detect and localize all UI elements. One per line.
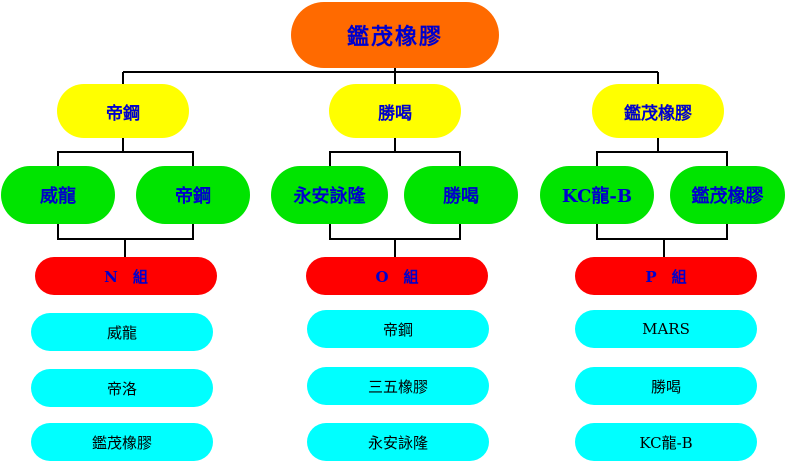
root-node: 鑑茂橡膠 bbox=[291, 2, 499, 68]
connector-left-bottom bbox=[57, 224, 194, 240]
col2-team-1: 帝鋼 bbox=[307, 310, 489, 348]
col1-parent-node: 帝鋼 bbox=[57, 84, 189, 138]
col1-team-3-label: 鑑茂橡膠 bbox=[91, 433, 152, 452]
col2-team-2: 三五橡膠 bbox=[307, 367, 489, 405]
col2-team-2-label: 三五橡膠 bbox=[367, 377, 428, 396]
col2-team-3: 永安詠隆 bbox=[307, 423, 489, 461]
col2-group-node: O 組 bbox=[306, 257, 488, 295]
col2-parent-node: 勝喝 bbox=[329, 84, 461, 138]
col3-team-1-label: MARS bbox=[642, 320, 690, 338]
col1-child-2-label: 帝鋼 bbox=[175, 186, 211, 207]
col1-child-2-node: 帝鋼 bbox=[136, 166, 250, 224]
col2-child-2-node: 勝喝 bbox=[404, 166, 518, 224]
col3-child-1-node: KC龍-B bbox=[540, 166, 654, 224]
col2-group-label: O 組 bbox=[375, 267, 419, 286]
col2-team-1-label: 帝鋼 bbox=[382, 320, 413, 339]
col1-child-1-label: 威龍 bbox=[40, 186, 76, 207]
col2-team-3-label: 永安詠隆 bbox=[367, 433, 428, 452]
col3-child-2-label: 鑑茂橡膠 bbox=[691, 186, 764, 207]
col3-group-label: P 組 bbox=[645, 267, 687, 286]
connector-left-top-2 bbox=[123, 151, 194, 166]
col3-child-1-label: KC龍-B bbox=[561, 186, 633, 207]
col3-team-1: MARS bbox=[575, 310, 757, 348]
col1-team-2: 帝洛 bbox=[31, 369, 213, 407]
col1-team-1: 威龍 bbox=[31, 313, 213, 351]
col3-parent-node: 鑑茂橡膠 bbox=[592, 84, 724, 138]
connector-mid-top-2 bbox=[395, 151, 461, 166]
connector-mid-top bbox=[329, 138, 396, 166]
col2-child-2-label: 勝喝 bbox=[443, 186, 479, 207]
col1-group-label: N 組 bbox=[104, 267, 148, 286]
col2-parent-label: 勝喝 bbox=[378, 103, 412, 124]
col3-parent-label: 鑑茂橡膠 bbox=[624, 103, 692, 124]
col1-team-3: 鑑茂橡膠 bbox=[31, 423, 213, 461]
col1-team-1-label: 威龍 bbox=[106, 323, 137, 342]
col1-team-2-label: 帝洛 bbox=[106, 379, 137, 398]
col3-team-2-label: 勝喝 bbox=[650, 377, 681, 396]
connector-right-top bbox=[596, 138, 659, 166]
connector-right-bottom bbox=[596, 224, 728, 240]
col1-group-node: N 組 bbox=[35, 257, 217, 295]
col3-group-node: P 組 bbox=[575, 257, 757, 295]
connector-mid-bottom bbox=[329, 224, 461, 240]
col1-child-1-node: 威龍 bbox=[1, 166, 115, 224]
col3-team-3: KC龍-B bbox=[575, 423, 757, 461]
col2-child-1-node: 永安詠隆 bbox=[271, 166, 388, 224]
connector-right-top-2 bbox=[658, 151, 728, 166]
connector-left-top bbox=[57, 138, 124, 166]
col1-parent-label: 帝鋼 bbox=[106, 103, 140, 124]
col2-child-1-label: 永安詠隆 bbox=[293, 186, 366, 207]
root-label: 鑑茂橡膠 bbox=[346, 24, 443, 50]
col3-team-3-label: KC龍-B bbox=[639, 433, 693, 452]
col3-team-2: 勝喝 bbox=[575, 367, 757, 405]
col3-child-2-node: 鑑茂橡膠 bbox=[670, 166, 785, 224]
